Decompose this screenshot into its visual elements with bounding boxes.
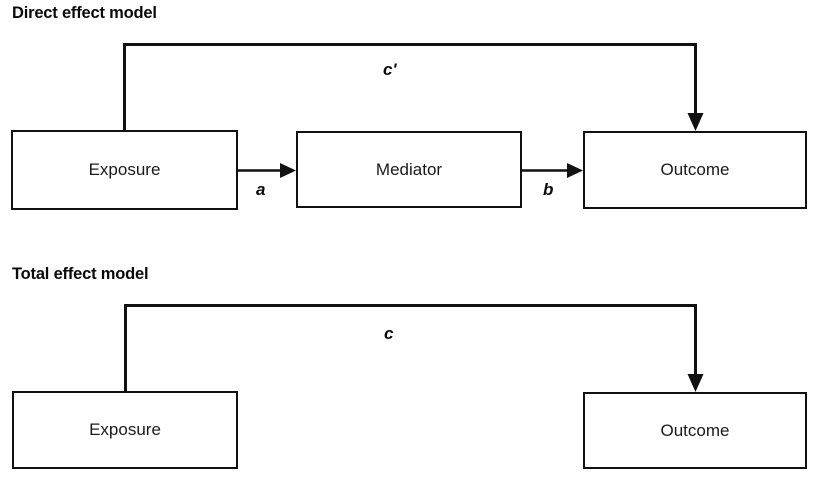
page-title-direct-effect-model: Direct effect model <box>12 4 157 22</box>
edge-c-prime-path <box>123 43 697 131</box>
node-mediator[interactable]: Mediator <box>296 131 522 208</box>
edge-label-b: b <box>543 180 554 199</box>
node-label-exposure-top: Exposure <box>88 160 161 179</box>
edge-label-a: a <box>256 180 266 199</box>
node-exposure-top[interactable]: Exposure <box>11 130 238 210</box>
edge-c-path <box>124 304 697 392</box>
edge-c-arrowhead <box>687 374 704 392</box>
node-label-outcome-bottom: Outcome <box>660 420 730 440</box>
node-exposure-bottom[interactable]: Exposure <box>12 391 238 469</box>
edge-label-c: c <box>384 324 394 343</box>
page-title-total-effect-model: Total effect model <box>12 265 149 283</box>
edge-label-c-prime: c' <box>383 60 397 79</box>
edge-c-prime-arrowhead <box>687 113 704 131</box>
node-outcome-top[interactable]: Outcome <box>583 131 807 209</box>
node-outcome-bottom[interactable]: Outcome <box>583 392 807 469</box>
edge-b-arrowhead <box>567 163 583 178</box>
edge-a-arrowhead <box>280 163 296 178</box>
node-label-mediator: Mediator <box>375 159 443 179</box>
node-label-exposure-bottom: Exposure <box>89 420 161 439</box>
node-label-outcome-top: Outcome <box>660 160 730 179</box>
